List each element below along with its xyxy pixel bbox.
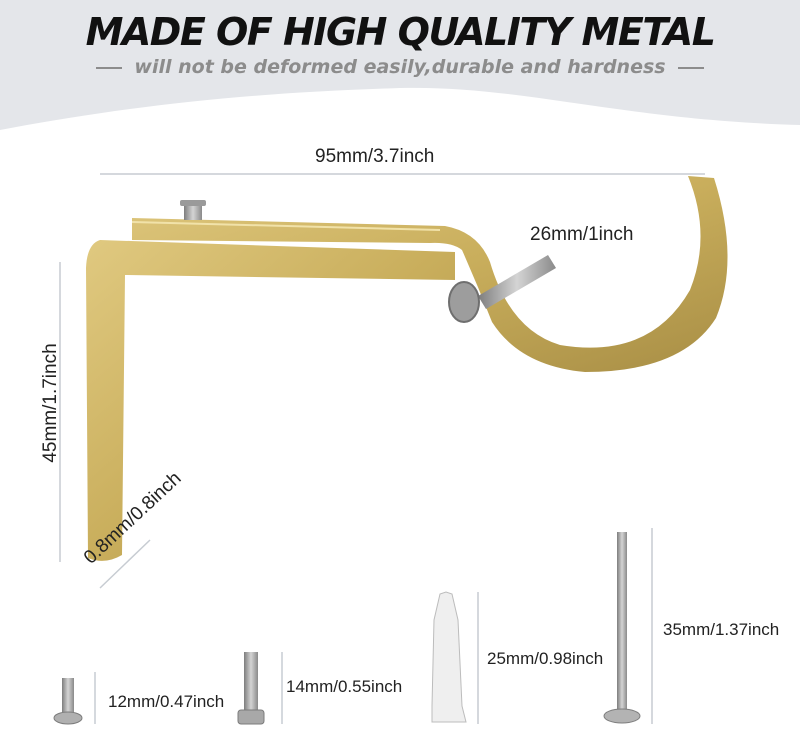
header-banner (0, 0, 800, 130)
bracket (86, 176, 728, 561)
hook-opening-label: 26mm/1inch (530, 224, 634, 245)
right-dash (677, 66, 704, 69)
headline: MADE OF HIGH QUALITY METAL (85, 10, 716, 54)
machine-screw-size: 14mm/0.55inch (286, 677, 403, 696)
subheadline-text: will not be deformed easily,durable and … (134, 56, 666, 78)
subheadline: will not be deformed easily,durable and … (0, 56, 800, 78)
height-label: 45mm/1.7inch (40, 343, 61, 463)
wall-anchor (431, 591, 467, 723)
thumb-screw (448, 255, 556, 323)
wood-screw (603, 532, 641, 724)
small-screw (53, 678, 83, 725)
small-screw-size: 12mm/0.47inch (108, 692, 225, 711)
wood-screw-size: 35mm/1.37inch (663, 620, 780, 639)
left-dash (96, 66, 123, 69)
top-set-screw (180, 200, 206, 220)
wall-anchor-size: 25mm/0.98inch (487, 649, 604, 668)
machine-screw (237, 652, 265, 725)
length-label: 95mm/3.7inch (315, 146, 435, 167)
dimension-lines (59, 173, 705, 724)
